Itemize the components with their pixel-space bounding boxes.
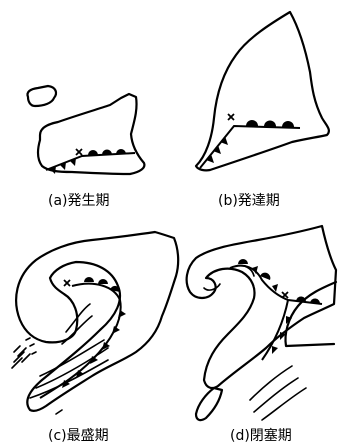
panel-d-drop-cloud (196, 388, 222, 420)
panel-d-occlusion-symbols (238, 259, 278, 292)
panel-c-scatter-cells (12, 338, 36, 368)
panel-a-low-center-mark (76, 149, 82, 155)
panel-d-label: (d)閉塞期 (230, 427, 292, 444)
panel-d-low-center-mark (282, 292, 288, 298)
panel-a-front-line (46, 153, 135, 170)
panel-b-label: (b)発達期 (218, 193, 280, 209)
panel-c-low-center-mark (64, 280, 70, 286)
panel-c: (c)最盛期 (12, 232, 178, 444)
panel-b-low-center-mark (228, 114, 234, 120)
panel-b-cloud (196, 12, 329, 170)
panel-b: (b)発達期 (196, 12, 329, 209)
panel-a-small-cloud (27, 86, 56, 106)
panel-c-label: (c)最盛期 (48, 428, 109, 444)
panel-a-cloud (38, 94, 144, 174)
panel-d-cloud (187, 226, 336, 388)
panel-b-warm-front-semicircles (246, 120, 294, 127)
panel-a-label: (a)発生期 (48, 193, 110, 209)
panel-d: (d)閉塞期 (187, 226, 336, 444)
panel-c-cloud (16, 232, 178, 411)
panel-b-front-line (200, 126, 300, 168)
panel-a: (a)発生期 (27, 86, 144, 209)
panel-d-front-line (262, 300, 322, 360)
